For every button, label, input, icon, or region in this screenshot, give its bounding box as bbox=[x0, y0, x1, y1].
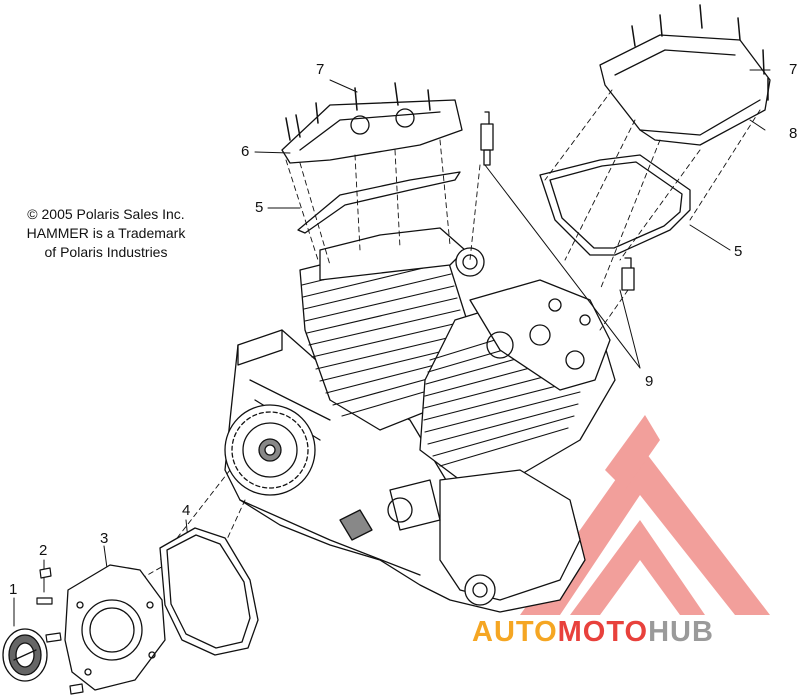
callout-4: 4 bbox=[182, 502, 191, 519]
copyright-line-1: © 2005 Polaris Sales Inc. bbox=[27, 206, 185, 222]
watermark-part-hub: HUB bbox=[648, 616, 714, 648]
front-cylinder bbox=[419, 279, 616, 481]
cover-gasket bbox=[159, 527, 259, 656]
callout-5-right: 5 bbox=[734, 243, 743, 260]
spark-plug-upper bbox=[480, 111, 494, 166]
callout-1: 1 bbox=[9, 581, 18, 598]
rear-rocker-cover bbox=[281, 82, 463, 164]
front-rocker-cover bbox=[599, 4, 771, 146]
callout-5-left: 5 bbox=[255, 199, 264, 216]
watermark-logo bbox=[520, 415, 770, 615]
callout-6: 6 bbox=[241, 143, 250, 160]
watermark-text: AUTOMOTOHUB bbox=[472, 616, 714, 649]
callout-7-right: 7 bbox=[789, 61, 798, 78]
bolts bbox=[36, 567, 84, 695]
medallion bbox=[2, 628, 48, 682]
callout-7-left: 7 bbox=[316, 61, 325, 78]
drive-sprocket bbox=[224, 404, 316, 496]
watermark-part-moto: MOTO bbox=[557, 616, 649, 648]
copyright-line-3: of Polaris Industries bbox=[44, 244, 168, 260]
watermark-part-auto: AUTO bbox=[472, 616, 558, 648]
spark-plug-lower bbox=[621, 257, 635, 291]
callout-8: 8 bbox=[789, 125, 798, 142]
callout-2: 2 bbox=[39, 542, 48, 559]
copyright-line-2: HAMMER is a Trademark bbox=[26, 225, 186, 241]
front-rocker-gasket bbox=[539, 154, 691, 256]
callout-3: 3 bbox=[100, 530, 109, 547]
side-cover-plate bbox=[64, 564, 166, 691]
callout-9: 9 bbox=[645, 373, 654, 390]
copyright-notice: © 2005 Polaris Sales Inc. HAMMER is a Tr… bbox=[6, 205, 206, 262]
rear-rocker-gasket bbox=[297, 171, 461, 234]
